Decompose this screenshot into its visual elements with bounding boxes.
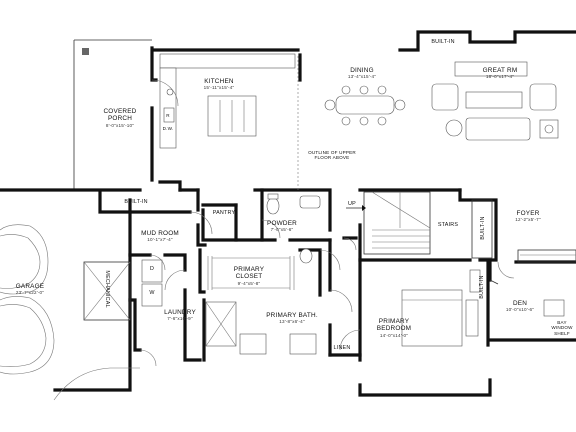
door-swings bbox=[139, 79, 361, 367]
room-name: LINEN bbox=[333, 345, 351, 351]
room-name: STAIRS bbox=[437, 222, 459, 228]
room-linen: LINEN bbox=[334, 345, 351, 351]
room-dim: 12'-2"x5'-7" bbox=[515, 217, 541, 223]
room-primary-bath: PRIMARY BATH.13'-8"x6'-4" bbox=[266, 312, 318, 325]
column-icon bbox=[82, 48, 89, 55]
built-in-label: BUILT-IN bbox=[478, 275, 485, 299]
room-dim: 14'-0"x14'-0" bbox=[379, 332, 409, 338]
dryer-label: D bbox=[149, 266, 155, 272]
mechanical-closet bbox=[83, 261, 131, 321]
washer-label: W bbox=[149, 290, 155, 296]
room-dim: 23'-7"x22'-0" bbox=[15, 290, 45, 296]
room-name: KITCHEN bbox=[204, 78, 234, 85]
washer-dryer bbox=[141, 259, 163, 307]
room-name: LAUNDRY bbox=[164, 309, 196, 316]
room-pantry: PANTRY bbox=[213, 210, 236, 216]
powder-fixtures bbox=[266, 193, 321, 215]
room-name: PRIMARY BATH. bbox=[266, 312, 318, 319]
built-in-label: BUILT-IN bbox=[124, 199, 148, 205]
stairs bbox=[346, 191, 493, 259]
room-dim: 10'-0"x10'-6" bbox=[505, 307, 535, 313]
room-stairs: STAIRS bbox=[438, 222, 458, 228]
room-dim: 9'-4"x5'-8" bbox=[237, 280, 261, 286]
exterior-walls bbox=[0, 30, 576, 397]
kitchen-counters bbox=[159, 53, 296, 149]
room-dim: 13'-4"x15'-4" bbox=[347, 74, 377, 80]
dining-table bbox=[324, 85, 406, 126]
room-name: COVERED PORCH bbox=[103, 108, 137, 123]
room-name: FOYER bbox=[516, 210, 540, 217]
room-name: PANTRY bbox=[212, 210, 236, 216]
mechanical-label: MECHANICAL bbox=[104, 270, 111, 308]
upper-floor-note: OUTLINE OF UPPER FLOOR ABOVE bbox=[308, 150, 356, 161]
room-name: GARAGE bbox=[15, 283, 45, 290]
bed bbox=[401, 269, 481, 347]
fridge-label: R bbox=[166, 113, 170, 118]
room-name: GREAT RM bbox=[482, 67, 518, 74]
room-name: PRIMARY CLOSET bbox=[233, 266, 265, 281]
room-dim: 15'-11"x15'-4" bbox=[203, 85, 235, 91]
room-name: MUD ROOM bbox=[141, 230, 179, 237]
built-in-label: BUILT-IN bbox=[431, 39, 455, 45]
room-dim: 10'-1"x7'-4" bbox=[147, 237, 173, 243]
room-dim: 7'-0"x5'-6" bbox=[270, 227, 294, 233]
closet-shelving bbox=[207, 256, 295, 290]
great-room-furniture bbox=[431, 61, 559, 141]
room-dim: 7'-6"x10'-9" bbox=[167, 316, 193, 322]
room-dim: 8'-0"x15'-10" bbox=[105, 122, 135, 128]
room-dim: 13'-8"x6'-4" bbox=[279, 319, 305, 325]
den-area bbox=[489, 249, 576, 317]
room-dim: 18'-0"x17'-4" bbox=[485, 74, 515, 80]
built-in-label: BUILT-IN bbox=[479, 216, 486, 240]
porch-slab bbox=[73, 39, 152, 190]
room-name: POWDER bbox=[267, 220, 297, 227]
room-name: PRIMARY BEDROOM bbox=[376, 318, 412, 333]
dishwasher-label: D.W. bbox=[162, 126, 174, 131]
garage-cars bbox=[0, 224, 140, 401]
stairs-up-label: UP bbox=[348, 201, 356, 207]
bath-fixtures bbox=[205, 248, 317, 355]
room-name: DEN bbox=[512, 300, 528, 307]
room-name: DINING bbox=[350, 67, 374, 74]
bay-window-label: BAY WINDOW SHELF bbox=[551, 320, 573, 336]
